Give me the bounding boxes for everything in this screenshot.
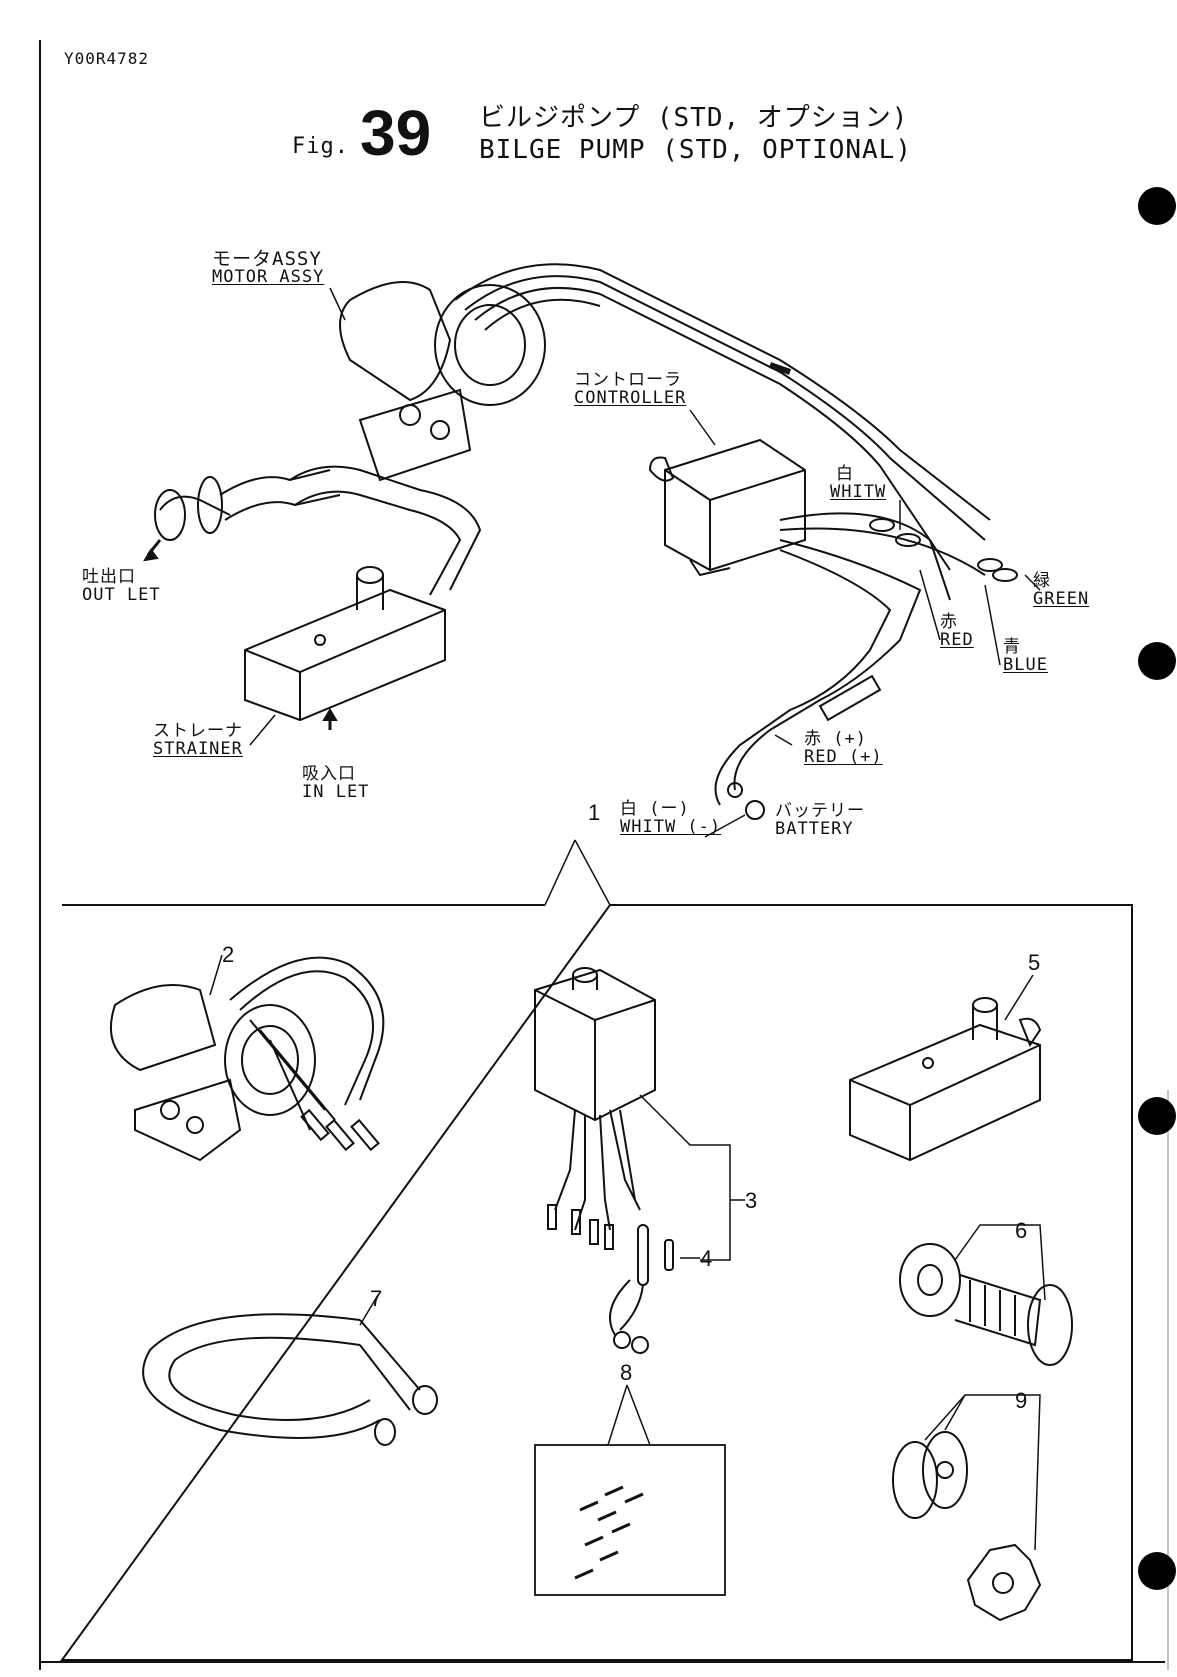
controller-wires bbox=[716, 513, 1018, 819]
label-red-wire: 赤 RED bbox=[940, 613, 974, 649]
part-6-fitting-drawing bbox=[900, 1225, 1072, 1365]
label-controller: コントローラ CONTROLLER bbox=[574, 371, 686, 407]
part-2-motor-drawing bbox=[111, 955, 383, 1160]
label-white-minus: 白 (ー) WHITW (-) bbox=[620, 800, 721, 836]
outlet-fitting-drawing bbox=[145, 470, 340, 560]
part-number-2: 2 bbox=[222, 942, 234, 968]
motor-assy-drawing bbox=[340, 282, 545, 480]
part-number-4: 4 bbox=[700, 1246, 712, 1272]
binding-hole bbox=[1138, 1097, 1176, 1135]
label-green-wire: 緑 GREEN bbox=[1033, 572, 1089, 608]
part-5-strainer-drawing bbox=[850, 975, 1040, 1160]
label-red-plus: 赤 (+) RED (+) bbox=[804, 730, 883, 766]
title-jp: ビルジポンプ (STD, オプション) bbox=[479, 104, 908, 132]
label-outlet: 吐出口 OUT LET bbox=[82, 568, 161, 604]
callout-1 bbox=[545, 840, 610, 905]
parts-box bbox=[62, 905, 1132, 1660]
part-9-impeller-drawing bbox=[893, 1395, 1040, 1620]
part-number-6: 6 bbox=[1015, 1218, 1027, 1244]
label-motor-assy: モータASSY MOTOR ASSY bbox=[212, 250, 324, 286]
part-number-9: 9 bbox=[1015, 1388, 1027, 1414]
controller-drawing bbox=[650, 440, 805, 575]
binding-hole bbox=[1138, 187, 1176, 225]
part-number-3: 3 bbox=[745, 1188, 757, 1214]
part-number-8: 8 bbox=[620, 1360, 632, 1386]
part-number-1: 1 bbox=[588, 800, 600, 826]
part-number-7: 7 bbox=[370, 1286, 382, 1312]
strainer-drawing bbox=[245, 567, 445, 730]
binding-hole bbox=[1138, 1552, 1176, 1590]
fig-number: 39 bbox=[360, 100, 431, 166]
part-8-screws-drawing bbox=[535, 1385, 725, 1595]
label-white-wire: 白 WHITW bbox=[830, 465, 886, 501]
part-7-hose-drawing bbox=[143, 1295, 437, 1445]
part-number-5: 5 bbox=[1028, 950, 1040, 976]
label-inlet: 吸入口 IN LET bbox=[302, 765, 369, 801]
fig-prefix: Fig. bbox=[292, 138, 349, 156]
label-battery: バッテリー BATTERY bbox=[775, 802, 865, 838]
part-3-controller-drawing bbox=[535, 968, 745, 1353]
label-blue-wire: 青 BLUE bbox=[1003, 638, 1048, 674]
binding-hole bbox=[1138, 642, 1176, 680]
title-en: BILGE PUMP (STD, OPTIONAL) bbox=[479, 136, 912, 164]
document-code: Y00R4782 bbox=[64, 50, 149, 68]
label-strainer: ストレーナ STRAINER bbox=[153, 722, 243, 758]
hose-drawing bbox=[290, 467, 480, 595]
